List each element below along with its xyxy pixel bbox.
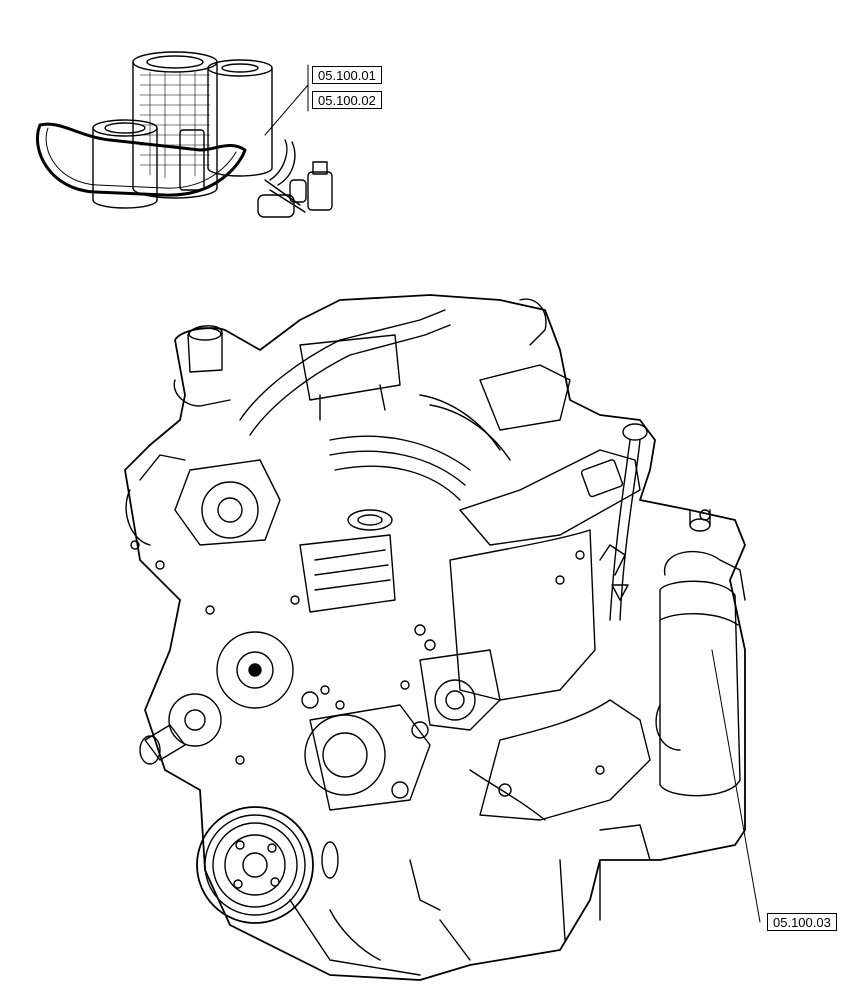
callout-05-100-01[interactable]: 05.100.01 [312,66,382,84]
filters-belt-hoses-kit-icon [35,51,333,218]
callout-05-100-03[interactable]: 05.100.03 [767,913,837,931]
diesel-engine-illustration-icon [124,294,746,981]
leader-line-oil-filter [711,649,761,923]
leader-lines-kit [264,64,309,136]
callout-05-100-02[interactable]: 05.100.02 [312,91,382,109]
